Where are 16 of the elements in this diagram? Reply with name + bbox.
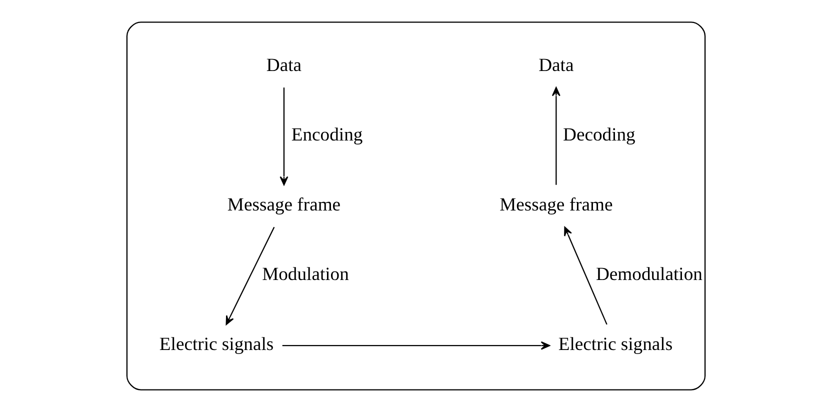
arrow xyxy=(282,341,550,350)
node-text: Data xyxy=(266,54,302,76)
arrow xyxy=(551,86,560,185)
node-text: Electric signals xyxy=(558,334,672,355)
edge-label: Modulation xyxy=(262,264,348,286)
edge-label: Demodulation xyxy=(595,264,702,286)
edge-label: Encoding xyxy=(290,124,362,146)
edge-label: Decoding xyxy=(562,124,635,146)
arrow xyxy=(279,88,288,186)
node-text: Electric signals xyxy=(158,334,274,355)
node-text: Data xyxy=(538,54,574,76)
arrow xyxy=(564,226,607,325)
node-text: Message frame xyxy=(499,194,612,216)
node-text: Message frame xyxy=(226,194,340,216)
cluster xyxy=(126,22,706,390)
arrow xyxy=(225,226,274,326)
